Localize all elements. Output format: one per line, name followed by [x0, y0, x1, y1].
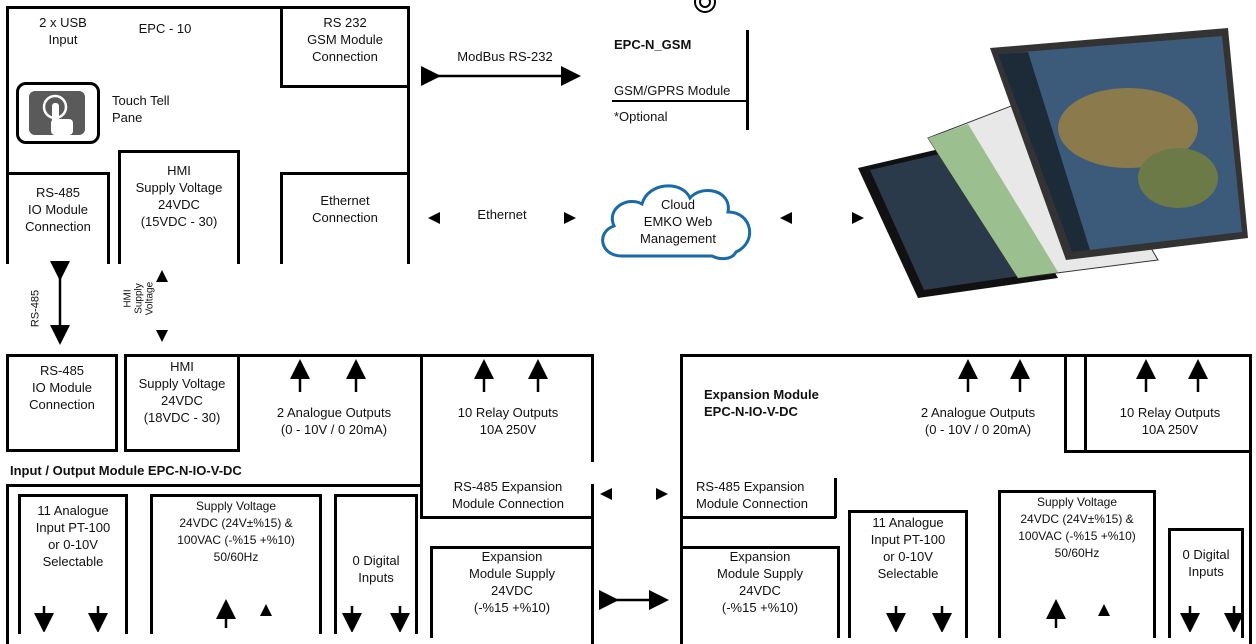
touch-panel-icon-box [16, 82, 100, 144]
hmi-supply-label-top: HMI Supply Voltage 24VDC (15VDC - 30) [135, 163, 223, 229]
io-supply-label: HMI Supply Voltage 24VDC (18VDC - 30) [138, 359, 226, 425]
rs232-gsm-label: RS 232 GSM Module Connection [307, 15, 383, 64]
io-relay-out-label: 10 Relay Outputs 10A 250V [457, 405, 559, 437]
io-module-frame [240, 354, 594, 462]
controller-frame [6, 6, 410, 264]
exp-supply-voltage-box [998, 490, 1156, 638]
io-title-line [6, 484, 420, 487]
exp-conn-line [680, 516, 836, 519]
controller-model-label: EPC - 10 [138, 21, 192, 36]
io-supply-voltage-label: Supply Voltage 24VDC (24V±%15) & 100VAC … [177, 499, 295, 564]
ethernet-label: Ethernet [477, 207, 527, 222]
exp-supply-label: Expansion Module Supply 24VDC (-%15 +%10… [717, 549, 803, 615]
io-analog-in-box [18, 494, 128, 634]
exp-conn-vline [834, 478, 837, 518]
touch-hand-icon [29, 91, 85, 135]
io-supply-box [124, 354, 240, 452]
gsm-optional-label: *Optional [614, 109, 668, 124]
io-supply-voltage-box [150, 494, 322, 634]
exp-analog-in-box [848, 510, 968, 638]
exp-divider-b [1084, 354, 1087, 452]
cloud-label: Cloud EMKO Web Management [640, 197, 716, 246]
exp-digital-in-label: 0 Digital Inputs [1182, 547, 1230, 579]
exp-module-title: Expansion Module EPC-N-IO-V-DC [704, 387, 819, 419]
vertical-supply-label: HMI Supply Voltage [122, 281, 156, 316]
exp-supply-box [680, 546, 840, 638]
rs485-io-box-top [6, 172, 110, 264]
io-digital-in-box [334, 494, 418, 634]
gsm-module-label: GSM/GPRS Module [614, 83, 731, 98]
exp-module-frame [680, 354, 1252, 644]
gsm-divider [746, 30, 749, 130]
ethernet-conn-box [280, 172, 410, 264]
vertical-rs485-label: RS-485 [29, 289, 42, 328]
usb-input-label: 2 x USB Input [39, 15, 87, 47]
exp-divider-a [1064, 354, 1067, 452]
io-analog-out-label: 2 Analogue Outputs (0 - 10V / 0 20mA) [276, 405, 392, 437]
rs485-io-label-top: RS-485 IO Module Connection [25, 185, 91, 234]
io-exp-conn-line [420, 516, 594, 519]
io-digital-in-label: 0 Digital Inputs [352, 553, 400, 585]
rs232-box [280, 6, 410, 88]
ethernet-conn-label: Ethernet Connection [312, 193, 378, 225]
io-exp-supply-label: Expansion Module Supply 24VDC (-%15 +%10… [469, 549, 555, 615]
io-exp-conn-label: RS-485 Expansion Module Connection [451, 479, 565, 511]
exp-hline [1064, 450, 1252, 453]
io-module-title: Input / Output Module EPC-N-IO-V-DC [10, 463, 242, 478]
cloud-icon [601, 184, 752, 261]
gsm-title: EPC-N_GSM [614, 37, 692, 52]
exp-relay-out-label: 10 Relay Outputs 10A 250V [1119, 405, 1221, 437]
exp-analog-in-label: 11 Analogue Input PT-100 or 0-10V Select… [870, 515, 946, 581]
exp-conn-label: RS-485 Expansion Module Connection [696, 479, 809, 511]
gsm-antenna-icon [694, 0, 716, 13]
exp-digital-in-box [1168, 528, 1244, 638]
exp-analog-out-label: 2 Analogue Outputs (0 - 10V / 0 20mA) [920, 405, 1036, 437]
io-analog-in-label: 11 Analogue Input PT-100 or 0-10V Select… [35, 503, 111, 569]
io-rs485-box [6, 354, 118, 452]
exp-supply-voltage-label: Supply Voltage 24VDC (24V±%15) & 100VAC … [1018, 495, 1136, 560]
hmi-supply-box-top [118, 150, 240, 264]
io-mid-divider [420, 354, 423, 518]
gsm-underline [612, 100, 748, 102]
modbus-label: ModBus RS-232 [457, 49, 553, 64]
io-rs485-label: RS-485 IO Module Connection [29, 363, 95, 412]
io-exp-supply-box [430, 546, 594, 638]
web-management-screens [858, 28, 1248, 298]
touch-panel-label: Touch Tell Pane [112, 93, 170, 125]
